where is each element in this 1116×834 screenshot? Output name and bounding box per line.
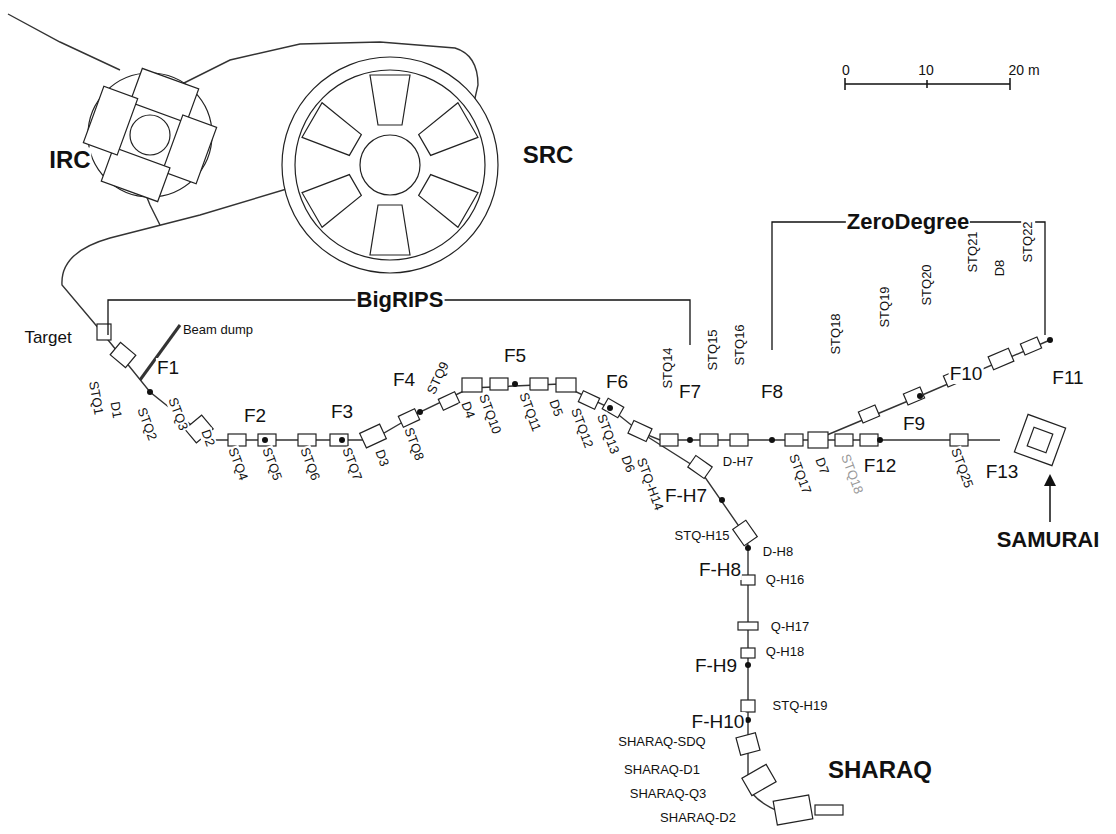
beamline-label: STQ-H15 [674, 529, 731, 543]
beamline-label: D1 [108, 400, 125, 421]
beamline-label: F10 [949, 364, 984, 384]
beamline-label: Q-H17 [770, 620, 810, 634]
facility-name: SRC [522, 142, 575, 167]
beamline-label: D4 [458, 399, 477, 421]
beamline-label: STQ21 [966, 230, 980, 273]
irc-sector [83, 86, 137, 155]
beam-lines [8, 14, 1050, 812]
beamline-label: STQ10 [476, 391, 504, 436]
beamline-label: F11 [1051, 368, 1084, 388]
cyclotrons [83, 57, 498, 273]
beamline-label: F3 [330, 402, 354, 422]
beamline-label: Beam dump [182, 323, 254, 337]
beamline-label: STQ-H14 [634, 455, 666, 513]
beamline-label: F-H10 [691, 712, 746, 732]
beamline-label: D2 [198, 427, 217, 449]
beamline-label: Target [23, 329, 72, 347]
irc-sector [101, 147, 170, 201]
beamline-label: SHARAQ-SDQ [617, 735, 706, 749]
beamline-label: STQ2 [134, 405, 159, 443]
beam-line [8, 14, 120, 70]
facility-name: ZeroDegree [846, 210, 970, 233]
irc-core [130, 115, 170, 155]
beam-line [62, 185, 300, 330]
beamline-label: STQ-H19 [772, 699, 829, 713]
src-sectors [302, 75, 478, 255]
beamline-label: F-H9 [694, 656, 738, 676]
beamline-label: F7 [678, 382, 702, 402]
beam-line [100, 330, 1000, 440]
beamline-label: STQ15 [706, 328, 720, 371]
beamline-label: STQ5 [259, 445, 284, 483]
target-chamber [97, 324, 111, 340]
beamline-label: F12 [863, 456, 898, 476]
beamline-label: F5 [503, 346, 527, 366]
beamline-label: F-H8 [698, 560, 742, 580]
irc-sector [130, 68, 199, 122]
beamline-label: D8 [993, 259, 1007, 278]
beamline-label: STQ7 [339, 445, 364, 483]
facility-name: BigRIPS [356, 288, 445, 311]
beamline-label: D5 [546, 397, 565, 419]
beamline-label: F6 [605, 372, 629, 392]
beam-dump [140, 325, 180, 380]
beamline-label: STQ12 [568, 405, 596, 450]
beam-line [815, 340, 1050, 440]
beamline-label: D-H7 [722, 455, 754, 469]
beamline-label: F4 [392, 370, 416, 390]
beamline-label: F1 [156, 358, 180, 378]
magnets [97, 324, 1066, 825]
zerodegree-bracket [772, 222, 1045, 350]
src-ring [295, 70, 485, 260]
beamline-label: F13 [985, 462, 1020, 482]
beamline-label: STQ20 [920, 263, 934, 306]
beamline-label: STQ14 [661, 346, 675, 389]
beamline-label: STQ6 [297, 445, 322, 483]
facility-name: IRC [48, 147, 91, 172]
beamline-label: D-H8 [762, 545, 794, 559]
src-ring [282, 57, 498, 273]
beam-line [640, 432, 780, 812]
beamline-label: D3 [372, 447, 391, 469]
beamline-label: Q-H18 [765, 645, 805, 659]
beamline-label: SHARAQ-D1 [623, 763, 701, 777]
facility-name: SAMURAI [996, 528, 1101, 551]
beamline-label: 10 [917, 63, 935, 78]
focal-points [147, 337, 1053, 723]
scale-bar [845, 78, 1010, 90]
beamline-label: STQ4 [225, 445, 250, 483]
src-core [360, 135, 420, 195]
facility-name: SHARAQ [827, 757, 933, 782]
irc-sector [162, 115, 216, 184]
beamline-label: 20 m [1007, 63, 1040, 78]
beamline-label: SHARAQ-Q3 [629, 787, 708, 801]
beamline-label: STQ25 [948, 445, 976, 490]
beamline-label: SHARAQ-D2 [659, 811, 737, 825]
beamline-label: STQ1 [86, 379, 106, 417]
beamline-label: STQ9 [424, 359, 452, 397]
beamline-label: STQ16 [733, 323, 747, 366]
beamline-label: STQ8 [401, 425, 426, 463]
beamline-label: Q-H16 [765, 573, 805, 587]
beamline-label: STQ19 [878, 285, 892, 328]
beamline-label: STQ22 [1021, 220, 1035, 263]
beamline-label: STQ3 [165, 395, 190, 433]
beamline-label: F2 [243, 406, 267, 426]
beamline-label: 0 [841, 63, 851, 78]
brackets [108, 222, 1045, 350]
beamline-label: STQ18 [829, 312, 843, 355]
beamline-label: D7 [812, 455, 831, 477]
samurai-pointer [1044, 474, 1056, 522]
samurai-magnet [1014, 414, 1065, 465]
beamline-label: STQ17 [786, 451, 814, 496]
beamline-label: F8 [760, 382, 784, 402]
beamline-label: F-H7 [664, 486, 708, 506]
beamline-label: F9 [902, 414, 926, 434]
beamline-label: STQ11 [516, 390, 543, 434]
